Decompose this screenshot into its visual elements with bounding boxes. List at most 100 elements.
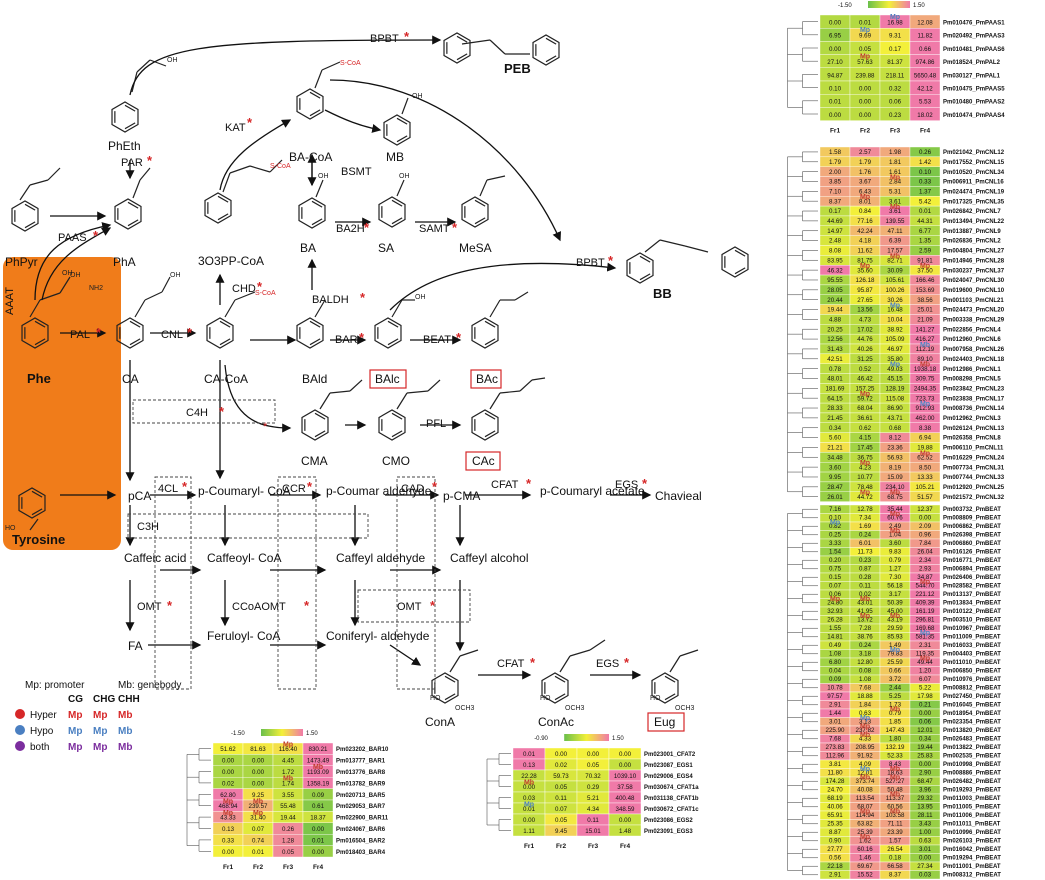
methylation-mark: Mb xyxy=(860,732,870,739)
heatmap-value: 30.26 xyxy=(887,297,903,304)
side-chain-bond xyxy=(161,276,171,293)
heatmap-value: 0.90 xyxy=(829,838,842,845)
heatmap-gene-label: Pm012920_PmCNL25 xyxy=(943,485,1005,491)
heatmap-value: 0.56 xyxy=(829,855,842,862)
legend-dot-hyper xyxy=(15,709,25,719)
heatmap-value: 0.00 xyxy=(859,112,872,119)
legend-mark: Mb xyxy=(118,742,132,753)
heatmap-value: 373.74 xyxy=(856,778,875,785)
heatmap-value: 5.42 xyxy=(919,198,932,205)
heatmap-value: 8.87 xyxy=(829,829,842,836)
heatmap-value: 0.05 xyxy=(587,762,600,769)
side-chain-bond xyxy=(559,655,571,673)
heatmap-gene-label: Pm016045_PmBEAT xyxy=(943,703,1001,709)
heatmap-value: 43.33 xyxy=(220,815,236,822)
heatmap-gene-label: Pm006862_PmBEAT xyxy=(943,524,1001,530)
heatmap-value: 15.01 xyxy=(585,828,601,835)
red-star: * xyxy=(187,325,193,340)
methylation-mark: Mp xyxy=(223,798,233,805)
side-chain-bond xyxy=(132,179,141,199)
heatmap-value: 11.73 xyxy=(857,549,873,556)
compound-caffeyl-alcohol: Caffeyl alcohol xyxy=(450,551,529,565)
heatmap-gene-label: Pm010474_PmPAAS4 xyxy=(943,113,1005,119)
heatmap-value: 60.56 xyxy=(887,804,903,811)
heatmap-value: 31.40 xyxy=(250,815,266,822)
heatmap-value: 17.98 xyxy=(917,693,933,700)
heatmap-value: 68.75 xyxy=(887,494,903,501)
heatmap-gene-label: Pm026406_PmBEAT xyxy=(943,575,1001,581)
red-star: * xyxy=(608,253,614,268)
methylation-mark: Mb xyxy=(890,613,900,620)
heatmap-value: 2.34 xyxy=(919,557,932,564)
heatmap-value: 52.33 xyxy=(887,753,903,760)
heatmap-value: 63.82 xyxy=(857,821,873,828)
heatmap-gene-label: Pm006110_PmCNL11 xyxy=(943,446,1004,452)
compound-caffeyl-aldehyde: Caffeyl aldehyde xyxy=(336,551,426,565)
heatmap-value: 2.90 xyxy=(919,770,932,777)
heatmap-gene-label: Pm013887_PmCNL9 xyxy=(943,229,1001,235)
heatmap-value: 12.37 xyxy=(917,506,933,513)
enzyme-cfat-top: CFAT xyxy=(491,479,519,491)
heatmap-gene-label: Pm008886_PmBEAT xyxy=(943,771,1001,777)
heatmap-value: 0.07 xyxy=(252,826,265,833)
heatmap-value: 3.72 xyxy=(889,676,902,683)
heatmap-value: 25.35 xyxy=(827,821,843,828)
heatmap-value: 7.10 xyxy=(829,188,842,195)
heatmap-value: 89.10 xyxy=(917,356,933,363)
heatmap-value: 912.93 xyxy=(916,405,935,412)
heatmap-gene-label: Pm023842_PmCNL23 xyxy=(943,386,1005,392)
compound-ba: BA xyxy=(300,241,316,255)
heatmap-value: 31.25 xyxy=(857,356,873,363)
methylation-mark: Mp xyxy=(223,810,233,817)
heatmap-value: 27.65 xyxy=(857,297,873,304)
heatmap-value: 0.00 xyxy=(919,855,932,862)
heatmap-value: 3.01 xyxy=(919,846,932,853)
compound-balc: BAlc xyxy=(375,372,400,386)
heatmap-gene-label: Pm019293_PmBEAT xyxy=(943,788,1001,794)
heatmap-value: 4.33 xyxy=(859,736,872,743)
side-chain-bond xyxy=(401,97,409,115)
heatmap-gene-label: Pm016033_PmBEAT xyxy=(943,643,1001,649)
ring-bacoa xyxy=(296,88,324,120)
heatmap-value: 4.34 xyxy=(587,806,600,813)
red-star: * xyxy=(96,325,102,340)
heatmap-value: 9.95 xyxy=(829,474,842,481)
heatmap-value: 4.15 xyxy=(859,435,872,442)
side-chain-bond xyxy=(314,299,326,318)
heatmap-value: 1.11 xyxy=(523,828,535,835)
arrow-bacoa-mb xyxy=(324,109,382,133)
heatmap-value: 1.55 xyxy=(829,625,842,632)
side-chain-bond xyxy=(222,172,231,193)
legend-context-chh: CHH xyxy=(118,694,140,705)
heatmap-value: 0.02 xyxy=(222,780,235,787)
methylation-mark: Mb xyxy=(890,792,900,799)
heatmap-value: 0.09 xyxy=(312,792,325,799)
heatmap-value: 37.58 xyxy=(617,784,633,791)
heatmap-gene-label: Pm023001_CFAT2 xyxy=(644,752,696,758)
enzyme-par: PAR xyxy=(121,157,143,169)
enzyme-aaat: AAAT xyxy=(4,287,16,315)
heatmap-value: 29.32 xyxy=(917,795,933,802)
heatmap-value: 68.04 xyxy=(857,405,873,412)
heatmap-value: 20.25 xyxy=(827,326,843,333)
heatmap-value: 103.58 xyxy=(886,812,905,819)
heatmap-value: 1.08 xyxy=(859,676,872,683)
heatmap-value: 46.97 xyxy=(887,346,903,353)
heatmap-value: 0.49 xyxy=(829,642,842,649)
methylation-mark: Mb xyxy=(524,779,534,786)
heatmap-value: 3.85 xyxy=(829,179,842,186)
side-chain-bond xyxy=(406,390,429,394)
heatmap-value: 31.43 xyxy=(827,346,843,353)
heatmap-gene-label: Pm001103_PmCNL21 xyxy=(943,298,1004,304)
dashed-boxes xyxy=(127,399,471,690)
methylation-mark: Mp xyxy=(283,741,293,748)
heatmap-value: 0.00 xyxy=(312,849,325,856)
heatmap-gene-label: Pm021042_PmCNL12 xyxy=(943,150,1005,156)
heatmap-value: 139.55 xyxy=(886,218,905,225)
heatmap-value: 0.06 xyxy=(919,719,932,726)
heatmap-value: 59.72 xyxy=(857,395,873,402)
heatmap-value: 19.88 xyxy=(917,445,933,452)
heatmap-value: 830.21 xyxy=(309,746,328,753)
red-star: * xyxy=(404,29,410,44)
